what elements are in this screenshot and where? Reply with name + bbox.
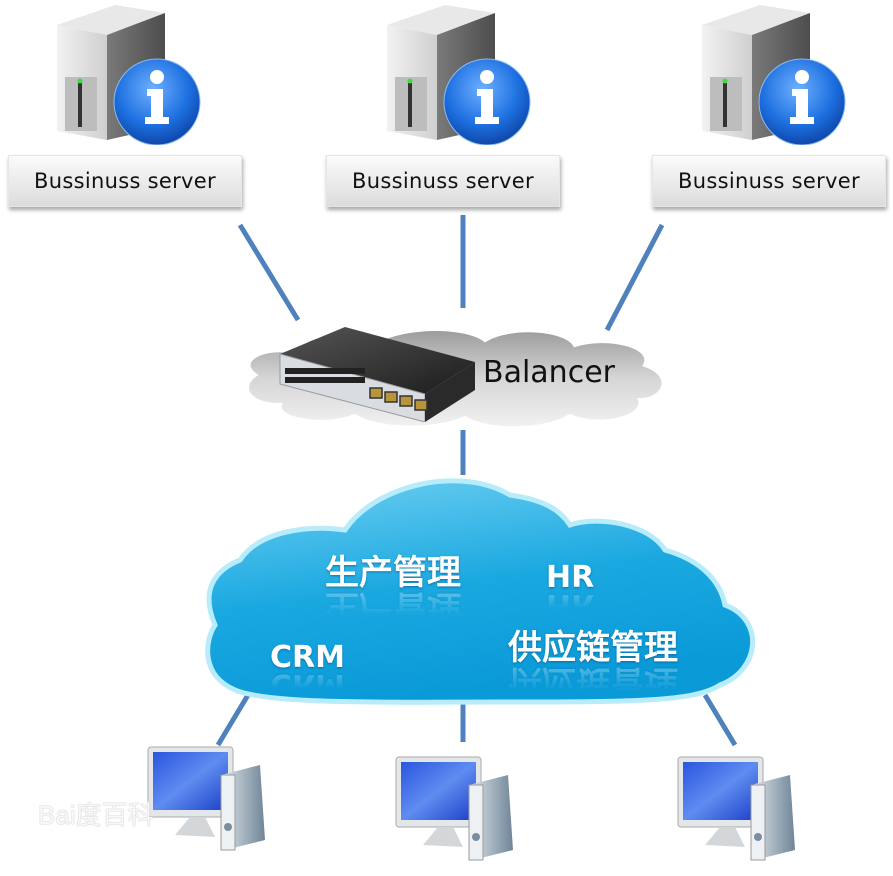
server-node-2	[385, 5, 531, 146]
server-info-icon	[57, 5, 201, 146]
network-switch-icon	[279, 327, 475, 422]
server-label-3: Bussinuss server	[652, 155, 886, 207]
server-label-1: Bussinuss server	[8, 155, 242, 207]
link-server3-balancer	[604, 223, 665, 332]
cloud-module-hr: HR HR	[546, 560, 595, 622]
server-node-3	[700, 5, 846, 146]
desktop-computer-icon	[395, 756, 513, 861]
reflection: 供应链管理	[508, 662, 678, 702]
reflection: CRM	[270, 667, 345, 702]
client-computer-1	[145, 745, 275, 855]
application-cloud	[205, 478, 755, 705]
server-info-icon	[387, 5, 531, 146]
link-cloud-client1	[215, 693, 251, 747]
server-node-1	[55, 5, 201, 146]
link-cloud-client3	[702, 693, 738, 747]
balancer-label: Balancer	[483, 355, 615, 390]
desktop-computer-icon	[677, 756, 795, 861]
client-computer-2	[393, 755, 523, 865]
link-server1-balancer	[237, 223, 301, 322]
server-info-icon	[702, 5, 846, 146]
client-computer-3	[675, 755, 805, 865]
cloud-module-supply-chain: 供应链管理 供应链管理	[508, 620, 678, 702]
reflection: 生产管理	[325, 587, 461, 627]
server-label-2: Bussinuss server	[326, 155, 560, 207]
cloud-module-production: 生产管理 生产管理	[325, 545, 461, 627]
cloud-module-crm: CRM CRM	[270, 640, 345, 702]
reflection: HR	[546, 587, 595, 622]
baidu-baike-watermark: Bai度百科	[38, 800, 154, 830]
desktop-computer-icon	[147, 746, 265, 851]
